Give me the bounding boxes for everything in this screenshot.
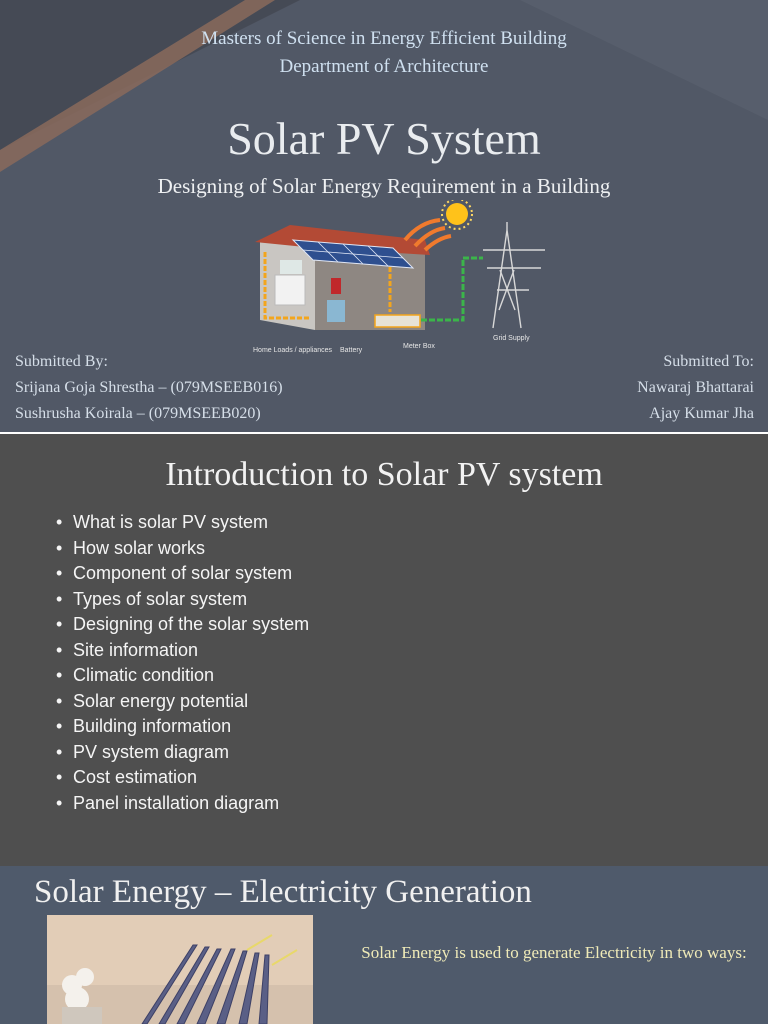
list-item: Designing of the solar system [56, 612, 309, 638]
department-name: Department of Architecture [279, 56, 489, 77]
introduction-slide: Introduction to Solar PV system What is … [0, 434, 768, 866]
list-item: Types of solar system [56, 587, 309, 613]
recipient-name: Nawaraj Bhattarai [637, 379, 754, 396]
submitted-by-block: Submitted By: Srijana Goja Shrestha – (0… [15, 349, 283, 427]
submitter-name: Sushrusha Koirala – (079MSEEB020) [15, 405, 261, 422]
solar-panel-icon [291, 239, 415, 269]
electricity-generation-slide: Solar Energy – Electricity Generation So… [0, 866, 768, 1024]
solar-field-photo [47, 915, 313, 1024]
list-item: Solar energy potential [56, 689, 309, 715]
submitted-by-label: Submitted By: [15, 353, 108, 370]
title-slide: Masters of Science in Energy Efficient B… [0, 0, 768, 432]
decorative-stripes [0, 0, 768, 172]
slide-title: Solar PV System [227, 113, 541, 164]
list-item: What is solar PV system [56, 510, 309, 536]
caption-battery: Battery [340, 347, 363, 354]
list-item: PV system diagram [56, 740, 309, 766]
slide-title: Solar Energy – Electricity Generation [34, 874, 532, 910]
list-item: Building information [56, 714, 309, 740]
solar-house-illustration: Home Loads / appliances Battery Meter Bo… [253, 200, 545, 354]
list-item: Component of solar system [56, 561, 309, 587]
list-item: Cost estimation [56, 765, 309, 791]
topic-list: What is solar PV system How solar works … [56, 510, 309, 816]
transmission-tower-icon [483, 222, 545, 329]
list-item: Panel installation diagram [56, 791, 309, 817]
caption-grid: Grid Supply [493, 335, 530, 342]
submitted-to-label: Submitted To: [663, 353, 754, 370]
slide-title: Introduction to Solar PV system [165, 456, 603, 493]
caption-loads: Home Loads / appliances [253, 347, 332, 354]
sun-icon [403, 200, 473, 252]
submitted-to-block: Submitted To: Nawaraj Bhattarai Ajay Kum… [637, 349, 754, 427]
caption-meter: Meter Box [403, 343, 435, 350]
slide-body-text: Solar Energy is used to generate Electri… [361, 943, 747, 962]
list-item: Site information [56, 638, 309, 664]
house-icon [255, 225, 430, 330]
submitter-name: Srijana Goja Shrestha – (079MSEEB016) [15, 379, 283, 396]
list-item: Climatic condition [56, 663, 309, 689]
slide-subtitle: Designing of Solar Energy Requirement in… [157, 174, 611, 198]
list-item: How solar works [56, 536, 309, 562]
recipient-name: Ajay Kumar Jha [649, 405, 754, 422]
program-name: Masters of Science in Energy Efficient B… [201, 28, 567, 49]
